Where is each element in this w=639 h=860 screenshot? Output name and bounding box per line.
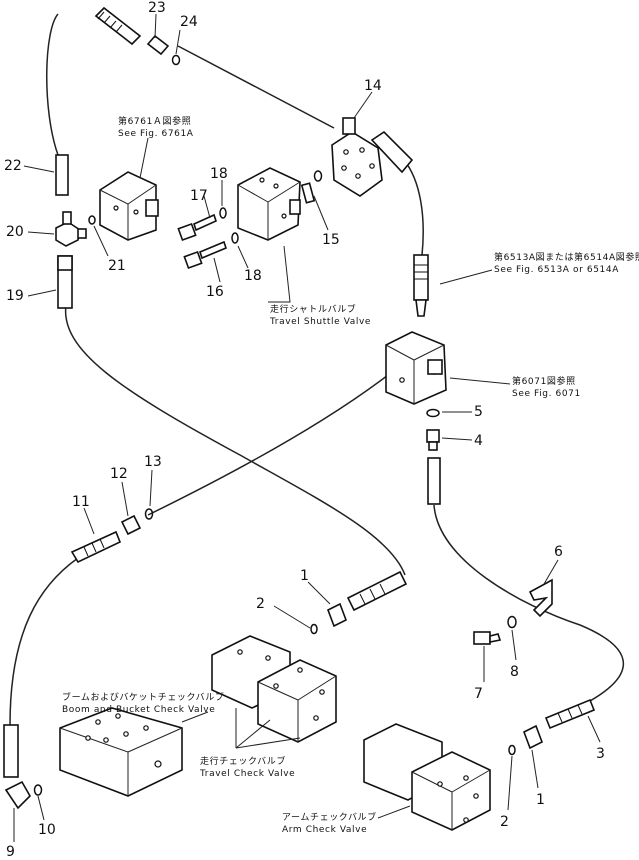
callout-13: 13 [144,454,162,470]
hoses [9,13,624,726]
callout-8: 8 [510,664,519,680]
hose-right-long [433,504,624,714]
callout-19: 19 [6,288,24,304]
callout-21: 21 [108,258,126,274]
callout-1-upper: 1 [300,568,309,584]
hose-top-left [46,13,59,156]
hose-right-upper [403,159,424,256]
travel-shuttle-jp: 走行シャトルバルブ [270,303,356,315]
parts [3,6,596,831]
ref-6071-jp: 第6071図参照 [512,375,576,387]
travel-check-jp: 走行チェックバルブ [200,755,286,767]
boom-bucket-check-valve [59,707,183,797]
connector-1a [326,602,348,628]
washer-18a [219,207,227,219]
callout-18-lower: 18 [244,268,262,284]
o-ring-15a [313,170,323,182]
boom-check-jp: ブームおよびバケットチェックバルブ [62,691,224,703]
callout-5: 5 [474,404,483,420]
hose-end-travel [346,570,408,612]
o-ring-21 [88,215,96,225]
hose-end-19 [57,255,73,309]
callout-10: 10 [38,822,56,838]
captions: 第6761Ａ図参照 See Fig. 6761A 走行シャトルバルブ Trave… [62,115,639,835]
o-ring-2b [508,744,516,756]
boom-check-en: Boom and Bucket Check Valve [62,705,215,715]
callout-2-upper: 2 [256,596,265,612]
callout-20: 20 [6,224,24,240]
hose-end-11 [70,530,122,564]
valve-block-6761a [99,171,159,241]
connector-4 [426,429,440,451]
o-ring-2a [310,623,318,635]
valve-block-6071 [385,331,447,405]
callout-3: 3 [596,746,605,762]
hose-fitting-right [413,254,429,317]
callout-24: 24 [180,14,198,30]
clamp-6 [528,578,553,618]
washer-8 [507,615,517,629]
bolt-17 [177,213,217,242]
elbow-9 [4,780,31,810]
callout-14: 14 [364,78,382,94]
arm-check-valve [363,723,491,831]
callout-1-lower: 1 [536,792,545,808]
hose-end-right [427,457,441,505]
arm-check-jp: アームチェックバルブ [282,811,377,823]
tee-fitting-20 [55,211,87,247]
leader-lines [13,13,601,842]
callout-numbers: 23 24 14 22 17 18 20 21 15 18 16 19 5 4 … [4,0,605,860]
callout-4: 4 [474,433,483,449]
callout-11: 11 [72,494,90,510]
ref-6071-en: See Fig. 6071 [512,389,581,399]
callout-9: 9 [6,844,15,860]
ref-6761a-en: See Fig. 6761A [118,129,194,139]
bolt-7 [473,631,502,645]
callout-23: 23 [148,0,166,16]
hose-end-left-bottom [3,724,19,778]
elbow-assembly-14 [331,117,414,197]
hose-left-to-travel [64,304,406,576]
o-ring-10 [33,784,43,796]
hose-cross-to-block [147,371,393,516]
hose-left-down [9,557,79,726]
callout-17: 17 [190,188,208,204]
o-ring-13 [144,508,154,520]
callout-16: 16 [206,284,224,300]
connector-12 [120,514,142,536]
hose-end-3 [544,698,596,730]
connector-1b [522,724,544,750]
callout-2-lower: 2 [500,814,509,830]
travel-shuttle-valve [237,167,301,241]
callout-6: 6 [554,544,563,560]
callout-12: 12 [110,466,128,482]
arm-check-en: Arm Check Valve [282,825,367,835]
ref-6761a-jp: 第6761Ａ図参照 [118,115,191,127]
callout-15: 15 [322,232,340,248]
washer-18b [231,232,239,244]
hose-top-long [177,45,335,129]
callout-18-upper: 18 [210,166,228,182]
gasket-15 [300,182,316,204]
callout-7: 7 [474,686,483,702]
ref-6513a-en: See Fig. 6513A or 6514A [494,265,619,275]
bolt-16 [183,240,227,270]
callout-22: 22 [4,158,22,174]
o-ring-5 [426,408,440,418]
travel-check-valve [211,635,337,743]
travel-shuttle-en: Travel Shuttle Valve [269,317,371,327]
ref-6513a-jp: 第6513A図または第6514A図参照 [494,251,639,263]
hose-fitting-23 [94,6,170,56]
travel-check-en: Travel Check Valve [199,769,295,779]
hose-end-22 [55,154,69,196]
o-ring-24 [171,54,181,66]
